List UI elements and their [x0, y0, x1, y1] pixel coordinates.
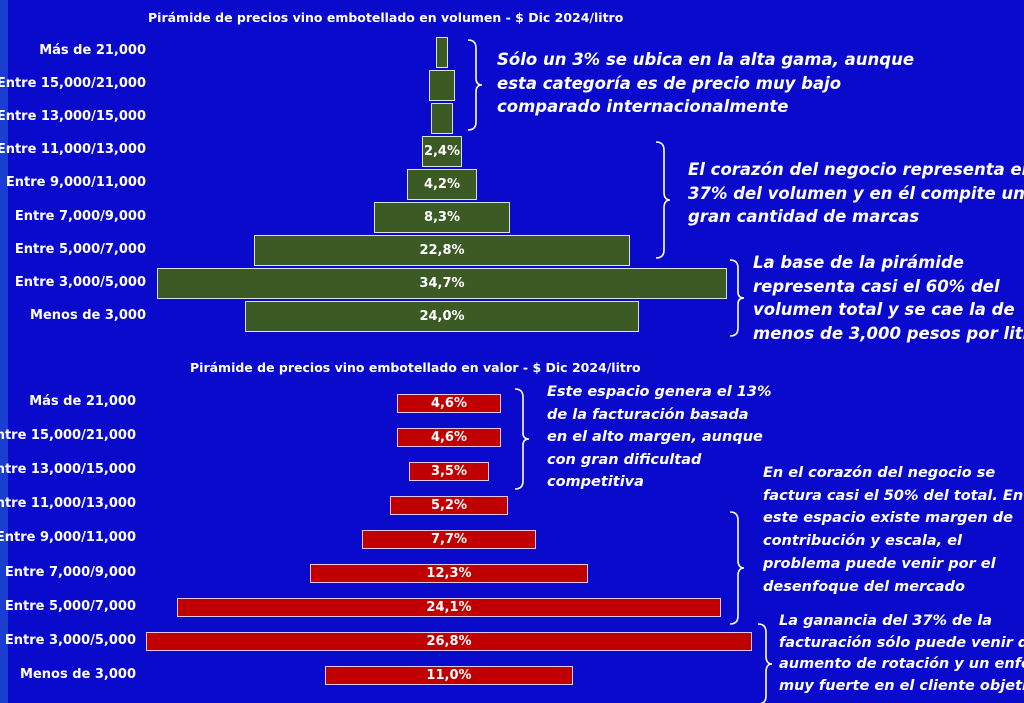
volume-bar-data-label: 34,7% [419, 276, 465, 292]
value-category-label: Entre 9,000/11,000 [0, 530, 136, 546]
value-bar: 4,6% [397, 427, 501, 447]
annotation-line: volumen total y se cae la de [753, 300, 1015, 319]
value-bar: 3,5% [409, 461, 489, 481]
left-edge-strip [0, 0, 8, 703]
annotation-line: facturación sólo puede venir del [779, 634, 1024, 651]
value-chart-title: Pirámide de precios vino embotellado en … [190, 360, 641, 375]
value-category-label: Menos de 3,000 [20, 666, 136, 682]
value-category-label: Entre 15,000/21,000 [0, 428, 136, 444]
value-bar-data-label: 4,6% [430, 395, 468, 411]
volume-bar [428, 69, 456, 101]
annotation-line: comparado internacionalmente [497, 97, 789, 116]
volume-bar: 34,7% [156, 268, 728, 300]
value-bar-data-label: 3,5% [430, 463, 468, 479]
value-bar: 26,8% [146, 632, 752, 652]
brace-value-top [514, 388, 530, 490]
annotation-line: problema puede venir por el [763, 555, 996, 572]
annotation-line: contribución y escala, el [763, 533, 962, 550]
volume-bar-data-label: 2,4% [423, 143, 461, 159]
brace-volume-top [467, 39, 483, 131]
annotation-line: factura casi el 50% del total. En [763, 487, 1024, 504]
annotation-line: En el corazón del negocio se [763, 465, 996, 481]
volume-bar [436, 36, 448, 68]
annotation-line: El corazón del negocio representa el [688, 160, 1024, 179]
annotation-line: La base de la pirámide [753, 253, 964, 272]
volume-category-label: Entre 15,000/21,000 [0, 76, 146, 92]
annotation-line: con gran dificultad [547, 451, 702, 468]
value-bar: 24,1% [176, 598, 722, 618]
value-category-label: Entre 13,000/15,000 [0, 462, 136, 478]
volume-bar: 2,4% [422, 135, 462, 167]
volume-bar: 24,0% [244, 301, 640, 333]
brace-value-bottom [757, 623, 773, 703]
value-bar-data-label: 12,3% [426, 566, 472, 581]
annotation-line: Sólo un 3% se ubica en la alta gama, aun… [497, 50, 915, 69]
volume-bar-data-label: 24,0% [419, 309, 465, 325]
value-bar-data-label: 11,0% [426, 668, 472, 684]
annotation-line: este espacio existe margen de [763, 510, 1013, 527]
volume-annotation: Sólo un 3% se ubica en la alta gama, aun… [497, 48, 914, 119]
value-bar: 5,2% [390, 495, 508, 515]
value-category-label: Entre 7,000/9,000 [4, 564, 136, 580]
value-bar-data-label: 26,8% [426, 634, 472, 650]
value-category-label: Entre 3,000/5,000 [4, 632, 136, 648]
value-bar: 12,3% [310, 564, 588, 583]
value-category-label: Más de 21,000 [29, 394, 136, 409]
volume-category-label: Entre 7,000/9,000 [14, 208, 146, 224]
value-bar-data-label: 4,6% [430, 429, 468, 445]
annotation-line: esta categoría es de precio muy bajo [497, 73, 842, 93]
annotation-line: representa casi el 60% del [753, 276, 1000, 296]
value-bar-data-label: 24,1% [426, 600, 472, 616]
volume-annotation: La base de la pirámide representa casi el… [753, 251, 1024, 345]
volume-bar-data-label: 22,8% [419, 243, 465, 259]
volume-bar: 22,8% [254, 235, 630, 267]
annotation-line: Este espacio genera el 13% [547, 384, 772, 400]
volume-category-label: Menos de 3,000 [30, 307, 146, 323]
value-bar: 7,7% [361, 529, 536, 549]
volume-bar: 4,2% [407, 168, 477, 200]
volume-bar [431, 102, 453, 134]
value-annotation: Este espacio genera el 13% de la facturac… [547, 381, 771, 494]
annotation-line: de la facturación basada [547, 406, 749, 423]
volume-bar-data-label: 4,2% [423, 176, 461, 192]
brace-volume-middle [655, 141, 671, 259]
volume-bar: 8,3% [373, 202, 511, 233]
value-category-label: Entre 5,000/7,000 [4, 598, 136, 614]
brace-volume-bottom [729, 259, 745, 337]
annotation-line: en el alto margen, aunque [547, 429, 763, 445]
volume-category-label: Más de 21,000 [39, 43, 146, 58]
value-bar-data-label: 5,2% [430, 497, 468, 513]
value-bar: 11,0% [324, 666, 574, 686]
value-bar: 4,6% [397, 393, 501, 413]
value-bar-data-label: 7,7% [430, 531, 468, 547]
annotation-line: aumento de rotación y un enfoque [779, 656, 1024, 672]
annotation-line: 37% del volumen y en él compite una [688, 183, 1024, 203]
volume-chart-title: Pirámide de precios vino embotellado en … [148, 10, 624, 25]
value-category-label: Entre 11,000/13,000 [0, 496, 136, 512]
volume-category-label: Entre 11,000/13,000 [0, 142, 146, 158]
volume-category-label: Entre 3,000/5,000 [14, 274, 146, 290]
annotation-line: La ganancia del 37% de la [779, 613, 993, 629]
annotation-line: menos de 3,000 pesos por litro [753, 323, 1024, 343]
volume-category-label: Entre 5,000/7,000 [14, 241, 146, 257]
volume-category-label: Entre 9,000/11,000 [5, 175, 146, 191]
annotation-line: muy fuerte en el cliente objetivo [779, 677, 1024, 694]
volume-annotation: El corazón del negocio representa el 37% … [688, 158, 1024, 229]
annotation-line: competitiva [547, 474, 644, 490]
brace-value-middle [729, 511, 745, 625]
volume-category-label: Entre 13,000/15,000 [0, 109, 146, 125]
annotation-line: desenfoque del mercado [763, 578, 965, 595]
volume-bar-data-label: 8,3% [423, 210, 461, 225]
value-annotation: La ganancia del 37% de la facturación sól… [779, 611, 1024, 697]
value-annotation: En el corazón del negocio se factura casi… [763, 462, 1023, 598]
annotation-line: gran cantidad de marcas [688, 207, 920, 226]
